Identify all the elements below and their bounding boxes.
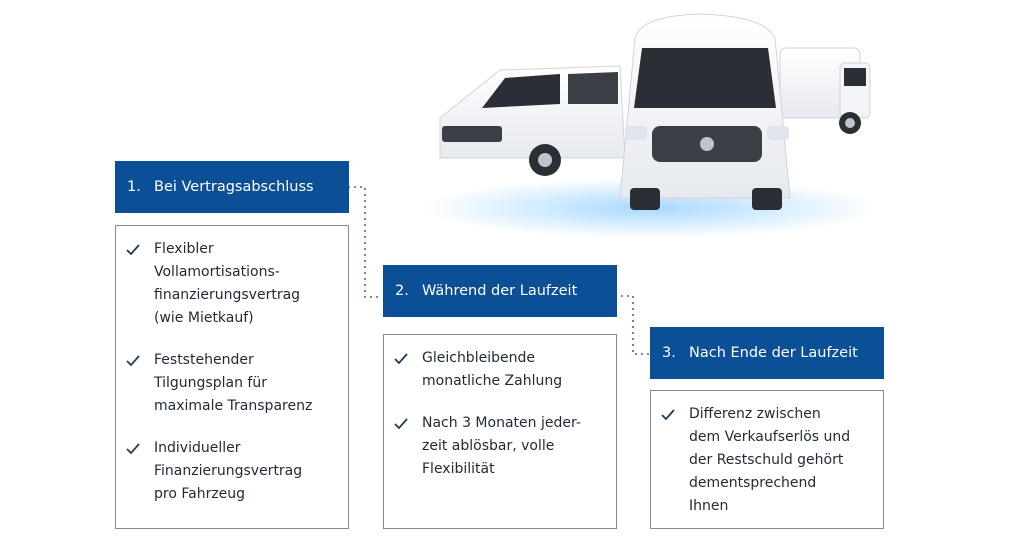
list-item-text: Flexibler Vollamortisations- finanzierun… [154,241,301,326]
list-item: Flexibler Vollamortisations- finanzierun… [126,238,338,330]
step-1-title: Bei Vertragsabschluss [154,179,314,195]
list-item-text: Nach 3 Monaten jeder- zeit ablösbar, vol… [422,415,581,477]
step-2-header: 2. Während der Laufzeit [383,265,617,317]
list-item: Nach 3 Monaten jeder- zeit ablösbar, vol… [394,412,606,481]
truck-icon [779,47,871,134]
large-van-icon [619,13,791,210]
check-icon [661,403,689,425]
list-item-text: Differenz zwischen dem Verkaufserlös und… [689,406,851,514]
list-item: Gleichbleibende monatliche Zahlung [394,347,606,393]
vehicles-illustration [420,13,880,238]
check-icon [126,238,154,260]
step-3-header: 3. Nach Ende der Laufzeit [650,327,884,379]
connector-1-2 [348,186,382,298]
check-icon [394,412,422,434]
check-icon [394,347,422,369]
list-item-text: Gleichbleibende monatliche Zahlung [422,350,563,389]
step-3-number: 3. [662,345,676,361]
small-van-icon [439,65,626,176]
step-2-box: Gleichbleibende monatliche Zahlung Nach … [383,334,617,529]
step-1-box: Flexibler Vollamortisations- finanzierun… [115,225,349,529]
step-3-title: Nach Ende der Laufzeit [689,345,858,361]
list-item: Differenz zwischen dem Verkaufserlös und… [661,403,873,518]
step-1-number: 1. [127,179,141,195]
connector-2-3 [615,295,649,355]
list-item: Feststehender Tilgungsplan für maximale … [126,349,338,418]
step-1-header: 1. Bei Vertragsabschluss [115,161,349,213]
list-item-text: Feststehender Tilgungsplan für maximale … [154,352,313,414]
step-2-number: 2. [395,283,409,299]
step-3-box: Differenz zwischen dem Verkaufserlös und… [650,390,884,529]
list-item: Individueller Finanzierungsvertrag pro F… [126,437,338,506]
list-item-text: Individueller Finanzierungsvertrag pro F… [154,440,303,502]
step-2-title: Während der Laufzeit [422,283,578,299]
check-icon [126,437,154,459]
check-icon [126,349,154,371]
